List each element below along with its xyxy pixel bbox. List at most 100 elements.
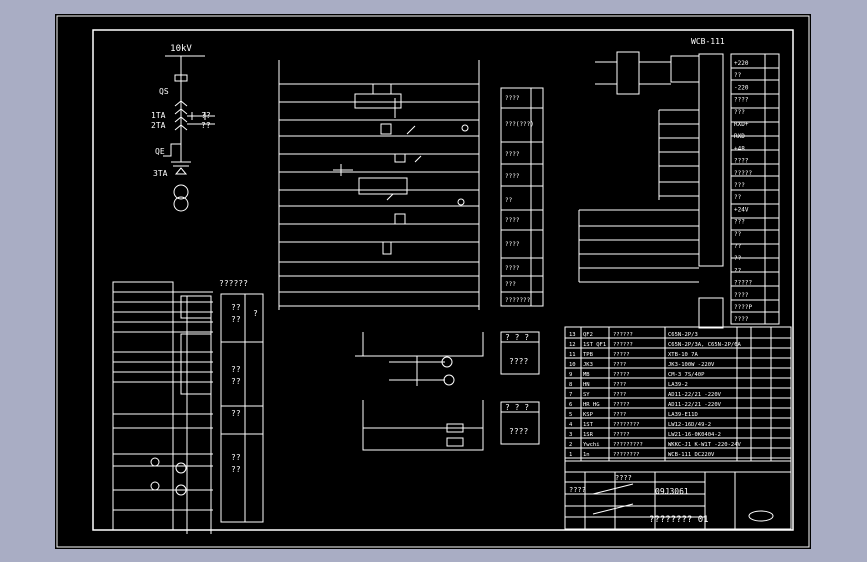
bom-row-model: AD11-22/21 -220V: [668, 402, 722, 408]
terminal-mid-label: ????: [505, 151, 520, 158]
bom-row-name: ????: [613, 412, 626, 418]
bom-row-code: Ywchi: [583, 442, 600, 448]
terminal-right-label: ????: [734, 292, 749, 299]
bom-row-name: ?????: [613, 432, 630, 438]
title-block-company: ????: [615, 474, 632, 482]
ta2-mark: ??: [201, 121, 211, 130]
terminal-mid-label: ????: [505, 217, 520, 224]
bom-row-code: 1SR: [583, 432, 594, 438]
bom-row-code: SY: [583, 392, 590, 398]
bom-row-name: ????????: [613, 422, 640, 428]
small-box-1-header: ? ? ?: [505, 333, 529, 342]
bom-row-model: WKKC-J1 K-W1T -220-24V: [668, 442, 742, 448]
terminal-right-label: ????P: [734, 304, 752, 311]
bom-row-name: ????: [613, 382, 626, 388]
bom-row-name: ????: [613, 362, 626, 368]
panel-mark-4: ??: [231, 365, 241, 374]
bom-row-code: KSP: [583, 412, 594, 418]
small-box-1-text: ????: [509, 357, 528, 366]
panel-mark-6: ??: [231, 409, 241, 418]
bom-row-code: QF2: [583, 332, 593, 338]
bom-row-model: LA39-E11D: [668, 412, 698, 418]
rows-header: ??????: [219, 279, 248, 288]
bom-row-name: ????: [613, 392, 626, 398]
bom-row-no: 10: [569, 362, 576, 368]
terminal-right-label: ????: [734, 316, 749, 323]
terminal-mid-label: ????: [505, 265, 520, 272]
bom-row-no: 2: [569, 442, 572, 448]
bus-voltage-label: 10kV: [170, 44, 192, 54]
terminal-right-label: +24V: [734, 206, 749, 213]
bom-row-model: C65N-2P/3A, C65N-2P/6A: [668, 342, 742, 348]
terminal-right-label: -220: [734, 84, 749, 91]
bom-row-name: ??????: [613, 332, 633, 338]
panel-mark-1: ??: [231, 303, 241, 312]
terminal-right-label: RXD-: [734, 133, 748, 140]
small-box-2-header: ? ? ?: [505, 403, 529, 412]
bom-row-code: HN: [583, 382, 590, 388]
terminal-mid-label: ????: [505, 173, 520, 180]
terminal-right-label: ????: [734, 97, 749, 104]
drawing-number: 09J3061: [655, 487, 689, 496]
bom-row-no: 3: [569, 432, 572, 438]
bom-row-no: 1: [569, 452, 572, 458]
panel-mark-7: ??: [231, 453, 241, 462]
terminal-mid-label: ???: [505, 281, 516, 288]
bom-row-no: 13: [569, 332, 576, 338]
bom-row-name: ?????: [613, 372, 630, 378]
bom-row-no: 8: [569, 382, 572, 388]
panel-mark-3: ?: [253, 309, 258, 318]
terminal-right-label: RXD+: [734, 121, 749, 128]
bom-row-no: 6: [569, 402, 572, 408]
bom-row-name: ?????: [613, 402, 630, 408]
terminal-right-label: ???: [734, 219, 745, 226]
terminal-right-label: ?????: [734, 170, 752, 177]
bom-row-model: XTB-10 7A: [668, 352, 698, 358]
terminal-right-label: ??: [734, 72, 742, 79]
terminal-right-label: +220: [734, 60, 749, 67]
bom-row-no: 11: [569, 352, 576, 358]
bom-row-model: LW21-16-0K0404-2: [668, 432, 721, 438]
bom-row-no: 9: [569, 372, 572, 378]
electrical-schematic: 10kV QS 1TA 2TA ?? ?? QE 3TA ?????? ?? ?…: [56, 15, 810, 548]
bom-row-code: 1n: [583, 452, 590, 458]
bom-row-model: AD11-22/21 -220V: [668, 392, 722, 398]
terminal-right-label: ????: [734, 158, 749, 165]
terminal-mid-label: ??: [505, 197, 513, 204]
bom-row-name: ??????: [613, 342, 633, 348]
bom-row-model: CM-3 7S/40P: [668, 372, 705, 378]
terminal-right-label: ???: [734, 182, 745, 189]
terminal-mid-label: ???(???): [505, 121, 534, 128]
terminal-right-label: ???: [734, 109, 745, 116]
bom-row-code: TPB: [583, 352, 594, 358]
bom-row-code: 1ST: [583, 422, 594, 428]
ta2-label: 2TA: [151, 121, 166, 130]
small-box-2-text: ????: [509, 427, 528, 436]
bom-row-name: ????????: [613, 452, 640, 458]
bom-row-no: 5: [569, 412, 572, 418]
terminal-right-label: ??: [734, 255, 742, 262]
bom-row-code: HR HG: [583, 402, 600, 408]
bom-row-name: ?????????: [613, 442, 643, 448]
terminal-right-label: ??: [734, 231, 742, 238]
terminal-mid-label: ????: [505, 241, 520, 248]
bom-row-no: 12: [569, 342, 576, 348]
bom-row-model: C65N-2P/3: [668, 332, 698, 338]
bom-row-no: 7: [569, 392, 572, 398]
panel-mark-5: ??: [231, 377, 241, 386]
relay-model: WCB-111: [691, 37, 725, 46]
terminal-right-label: ??: [734, 267, 742, 274]
qs-label: QS: [159, 87, 169, 96]
panel-mark-2: ??: [231, 315, 241, 324]
bom-row-code: JK3: [583, 362, 593, 368]
qe-label: QE: [155, 147, 165, 156]
bom-row-no: 4: [569, 422, 573, 428]
bom-row-name: ?????: [613, 352, 630, 358]
bom-row-model: LW12-16D/49-2: [668, 422, 711, 428]
bom-row-code: 1ST QF1: [583, 342, 606, 348]
bom-row-model: LA39-2: [668, 382, 688, 388]
drawing-title: ???????? 01: [649, 515, 709, 525]
terminal-right-label: ??: [734, 243, 742, 250]
panel-mark-8: ??: [231, 465, 241, 474]
terminal-right-label: ??: [734, 194, 742, 201]
